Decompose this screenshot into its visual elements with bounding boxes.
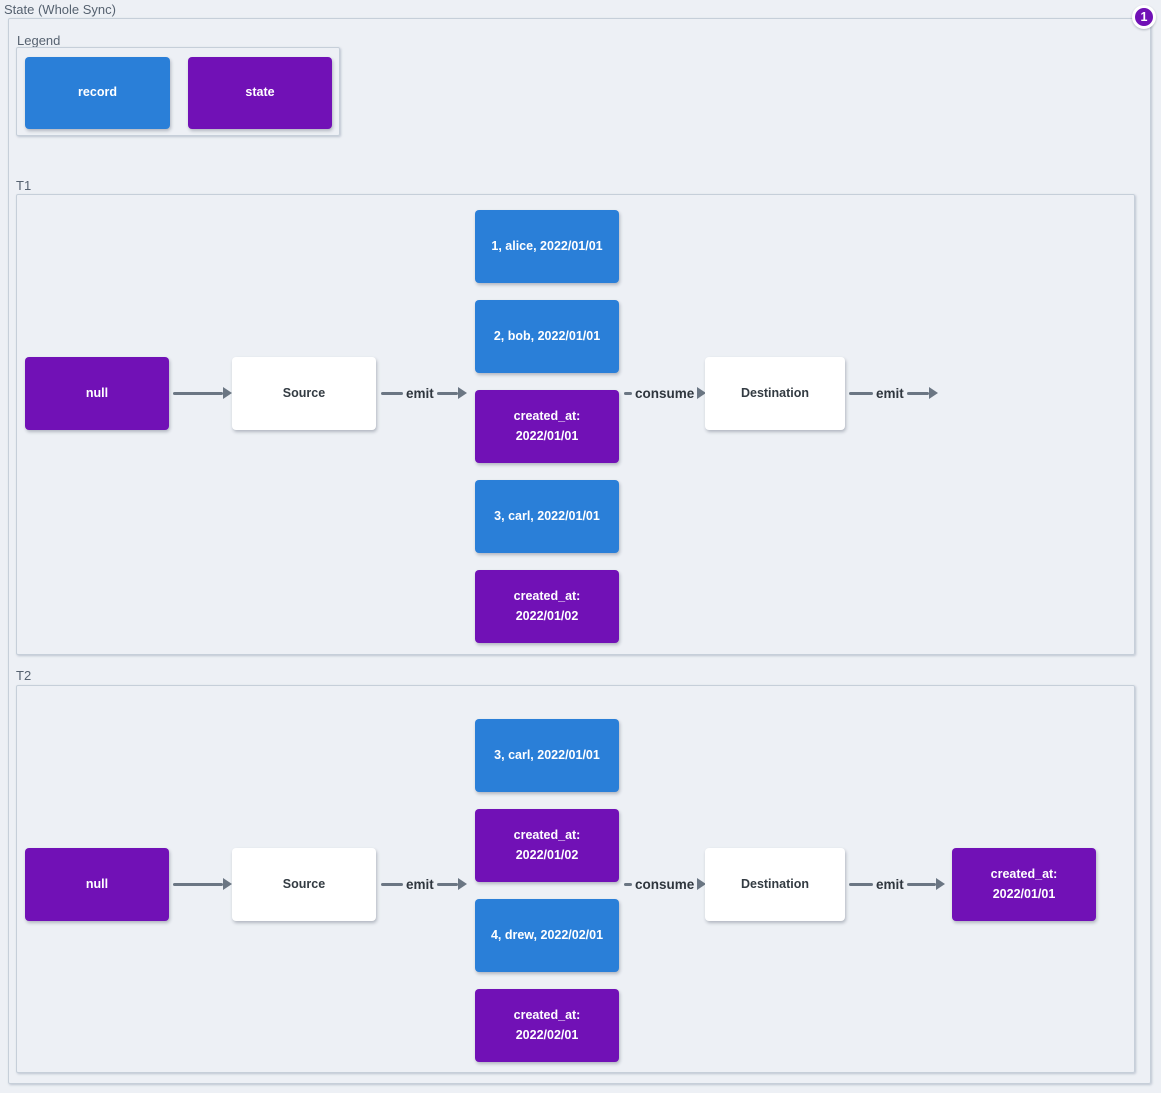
t2-record-drew-node: 4, drew, 2022/02/01 (475, 899, 619, 972)
arrow-line (849, 882, 873, 886)
t1-emit-edge-label: emit (406, 385, 434, 401)
step-badge: 1 (1132, 5, 1156, 29)
arrow-head-icon (458, 387, 467, 399)
arrow-head-icon (936, 878, 945, 890)
arrow-line (624, 391, 632, 395)
diagram-title: State (Whole Sync) (4, 2, 116, 17)
arrow-line (906, 391, 929, 395)
arrow-line (624, 882, 632, 886)
t2-destination-node: Destination (705, 848, 845, 921)
arrow-line (173, 882, 223, 886)
section-t2-label: T2 (16, 668, 32, 683)
arrow-line (849, 391, 873, 395)
t1-null-node: null (25, 357, 169, 430)
t2-emit-out-edge-label: emit (876, 876, 904, 892)
t2-consume-edge: consume (624, 876, 707, 892)
t1-source-node: Source (232, 357, 376, 430)
legend-label: Legend (17, 33, 61, 48)
t2-result-state-node: created_at: 2022/01/01 (952, 848, 1096, 921)
legend-state-node: state (188, 57, 332, 129)
arrow-line (906, 882, 936, 886)
arrow-line (381, 391, 403, 395)
t1-emit-out-edge-label: emit (876, 385, 904, 401)
t1-state-node-2: created_at: 2022/01/02 (475, 570, 619, 643)
arrow-head-icon (697, 878, 707, 890)
whole-sync-group (8, 18, 1151, 1084)
t2-record-carl-node: 3, carl, 2022/01/01 (475, 719, 619, 792)
section-t1-label: T1 (16, 178, 32, 193)
t2-null-node: null (25, 848, 169, 921)
t1-state-node-1: created_at: 2022/01/01 (475, 390, 619, 463)
arrow-head-icon (223, 878, 232, 890)
t2-arrow-null-to-source (173, 876, 232, 892)
t1-consume-edge: consume (624, 385, 707, 401)
arrow-head-icon (929, 387, 938, 399)
t1-record-carl-node: 3, carl, 2022/01/01 (475, 480, 619, 553)
t2-emit-out-edge: emit (849, 876, 945, 892)
arrow-head-icon (697, 387, 707, 399)
t1-emit-edge: emit (381, 385, 467, 401)
t1-consume-edge-label: consume (635, 385, 695, 401)
t2-consume-edge-label: consume (635, 876, 695, 892)
t1-record-alice-node: 1, alice, 2022/01/01 (475, 210, 619, 283)
t1-arrow-null-to-source (173, 385, 232, 401)
arrow-line (173, 391, 223, 395)
t1-record-bob-node: 2, bob, 2022/01/01 (475, 300, 619, 373)
t2-state-node-2: created_at: 2022/02/01 (475, 989, 619, 1062)
arrow-head-icon (223, 387, 232, 399)
arrow-line (381, 882, 403, 886)
section-t1-group (16, 194, 1135, 655)
t1-emit-out-edge: emit (849, 385, 938, 401)
legend-record-node: record (25, 57, 170, 129)
arrow-line (436, 882, 458, 886)
t2-emit-edge: emit (381, 876, 467, 892)
t2-state-node-1: created_at: 2022/01/02 (475, 809, 619, 882)
t2-source-node: Source (232, 848, 376, 921)
legend-group (16, 47, 340, 136)
t1-destination-node: Destination (705, 357, 845, 430)
t2-emit-edge-label: emit (406, 876, 434, 892)
arrow-head-icon (458, 878, 467, 890)
section-t2-group (16, 685, 1135, 1073)
arrow-line (436, 391, 458, 395)
